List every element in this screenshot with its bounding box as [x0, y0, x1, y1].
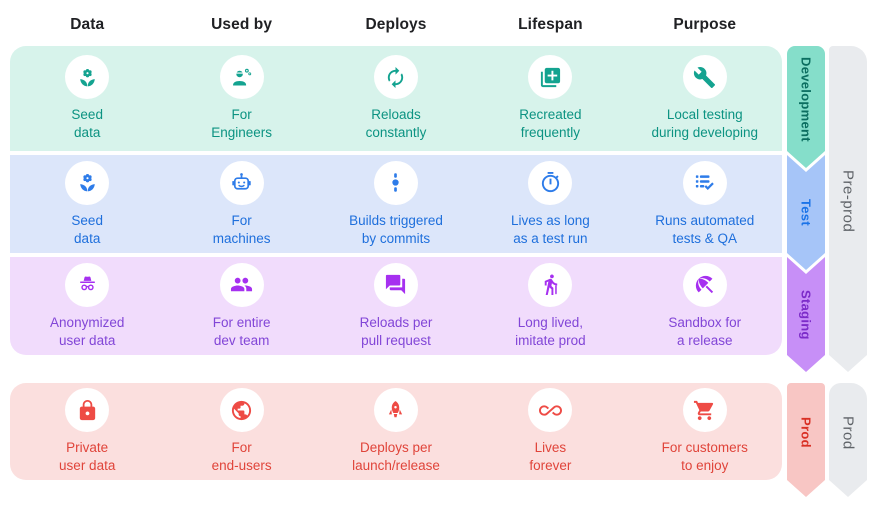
cell-test-lifespan: Lives as long as a test run: [473, 155, 627, 253]
cell-label: Lives as long as a test run: [510, 212, 590, 246]
column-headers: Data Used by Deploys Lifespan Purpose: [10, 12, 782, 38]
cell-staging-deploys: Reloads per pull request: [319, 257, 473, 355]
robot-icon: [219, 160, 264, 205]
globe-icon: [219, 388, 264, 432]
ribbon-label: Development: [798, 57, 814, 142]
row-staging: Anonymized user data For entire dev team…: [10, 257, 782, 355]
column-header-lifespan: Lifespan: [518, 16, 583, 33]
group-ribbon-label: Pre-prod: [839, 170, 857, 233]
cell-label: Builds triggered by commits: [349, 212, 443, 246]
cell-label: Long lived, imitate prod: [515, 314, 586, 348]
cell-development-data: Seed data: [10, 46, 164, 151]
seedling-icon: [65, 160, 110, 205]
cart-icon: [682, 388, 727, 432]
checklist-icon: [682, 160, 727, 205]
cell-label: Reloads constantly: [365, 107, 427, 140]
cell-label: Anonymized user data: [50, 314, 125, 348]
rocket-icon: [373, 388, 418, 432]
cell-label: Seed data: [71, 212, 103, 246]
timer-icon: [528, 160, 573, 205]
group-ribbon-pre-prod: Pre-prod: [829, 46, 867, 372]
commit-icon: [373, 160, 418, 205]
ribbon-staging: Staging: [787, 257, 825, 372]
cell-label: Deploys per launch/release: [352, 440, 440, 473]
lock-icon: [65, 388, 110, 432]
infinity-icon: [528, 388, 573, 432]
row-test: Seed data For machines Builds triggered …: [10, 155, 782, 253]
cell-label: Recreated frequently: [519, 107, 582, 140]
cell-staging-lifespan: Long lived, imitate prod: [473, 257, 627, 355]
column-header-deploys: Deploys: [365, 16, 427, 33]
cell-label: Lives forever: [529, 440, 572, 473]
column-header-used-by: Used by: [211, 16, 273, 33]
hiker-icon: [528, 262, 573, 307]
cell-test-data: Seed data: [10, 155, 164, 253]
team-icon: [219, 262, 264, 307]
cell-label: Sandbox for a release: [668, 314, 742, 348]
cell-label: Seed data: [71, 107, 103, 140]
cell-development-used-by: For Engineers: [164, 46, 318, 151]
cell-development-lifespan: Recreated frequently: [473, 46, 627, 151]
cell-prod-used-by: For end-users: [164, 383, 318, 480]
cell-label: For customers to enjoy: [661, 440, 748, 473]
chat-icon: [373, 262, 418, 307]
cell-prod-purpose: For customers to enjoy: [628, 383, 782, 480]
cell-prod-deploys: Deploys per launch/release: [319, 383, 473, 480]
cell-test-purpose: Runs automated tests & QA: [628, 155, 782, 253]
wrench-icon: [682, 55, 727, 99]
cell-prod-data: Private user data: [10, 383, 164, 480]
cell-test-used-by: For machines: [164, 155, 318, 253]
copy-add-icon: [528, 55, 573, 99]
cell-label: Runs automated tests & QA: [655, 212, 755, 246]
cell-staging-data: Anonymized user data: [10, 257, 164, 355]
column-header-purpose: Purpose: [673, 16, 737, 33]
cell-development-deploys: Reloads constantly: [319, 46, 473, 151]
cell-label: For end-users: [211, 440, 272, 473]
row-development: Seed data For Engineers Reloads constant…: [10, 46, 782, 151]
incognito-icon: [65, 262, 110, 307]
ribbon-label: Staging: [798, 289, 814, 340]
ribbon-test: Test: [787, 155, 825, 270]
cell-development-purpose: Local testing during developing: [628, 46, 782, 151]
cell-label: Local testing during developing: [651, 107, 759, 140]
cell-label: For entire dev team: [212, 314, 271, 348]
seedling-icon: [65, 55, 110, 99]
column-header-data: Data: [70, 16, 105, 33]
ribbon-development: Development: [787, 46, 825, 168]
cell-label: For Engineers: [211, 107, 272, 140]
group-ribbon-prod: Prod: [829, 383, 867, 497]
engineer-icon: [219, 55, 264, 99]
group-ribbon-label: Prod: [839, 415, 857, 450]
sync-icon: [373, 55, 418, 99]
cell-label: For machines: [212, 212, 271, 246]
ribbon-label: Test: [798, 199, 814, 226]
cell-test-deploys: Builds triggered by commits: [319, 155, 473, 253]
cell-label: Private user data: [59, 440, 116, 473]
cell-prod-lifespan: Lives forever: [473, 383, 627, 480]
ribbon-prod: Prod: [787, 383, 825, 497]
cell-staging-purpose: Sandbox for a release: [628, 257, 782, 355]
row-prod: Private user data For end-users Deploys …: [10, 383, 782, 480]
cell-label: Reloads per pull request: [359, 314, 433, 348]
ribbon-label: Prod: [798, 417, 814, 448]
cell-staging-used-by: For entire dev team: [164, 257, 318, 355]
umbrella-icon: [682, 262, 727, 307]
